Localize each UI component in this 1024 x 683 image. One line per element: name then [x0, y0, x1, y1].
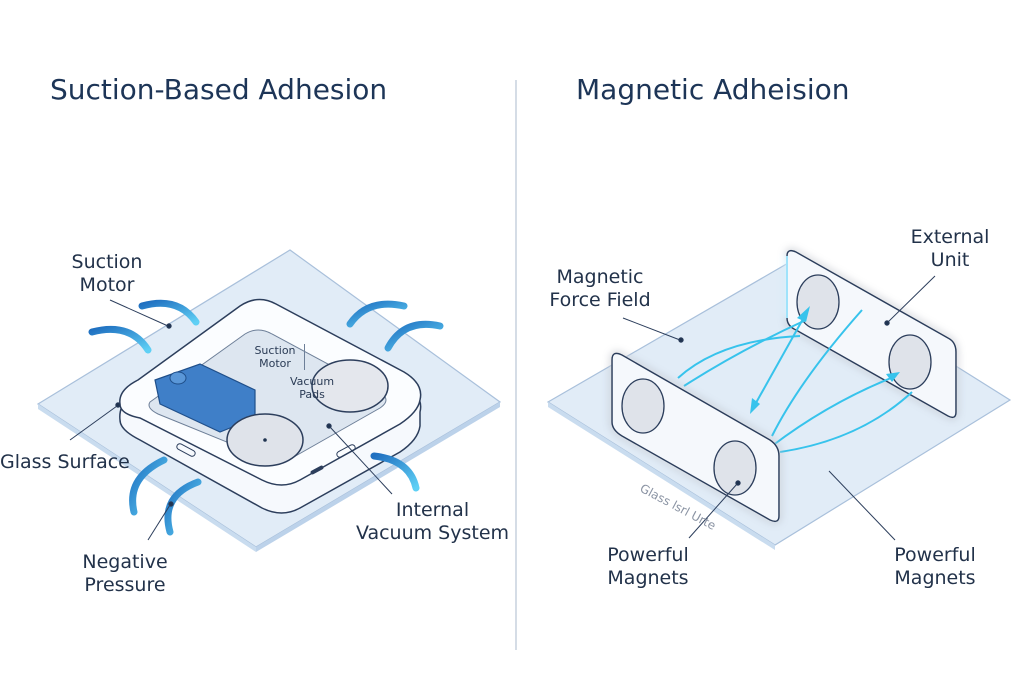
- arrow-icon: [370, 452, 420, 492]
- arrow-icon: [346, 300, 408, 328]
- label-negative-pressure: Negative Pressure: [82, 551, 168, 596]
- right-panel-title: Magnetic Adheision: [576, 73, 850, 106]
- label-inner-suction-motor: Suction Motor: [246, 344, 305, 370]
- label-vacuum-pads: Vacuum Pads: [289, 375, 335, 401]
- magnet-disc: [621, 378, 665, 434]
- arrow-icon: [129, 456, 168, 516]
- arrow-icon: [138, 299, 200, 326]
- label-powerful-magnets-right: Powerful Magnets: [894, 544, 976, 589]
- label-magnetic-force-field: Magnetic Force Field: [549, 266, 651, 311]
- label-external-unit: External Unit: [910, 226, 990, 271]
- label-suction-motor: Suction Motor: [71, 251, 143, 296]
- vacuum-pad-back: [311, 359, 389, 413]
- arrow-icon: [384, 320, 444, 352]
- magnet-disc: [888, 334, 932, 390]
- magnet-disc: [713, 440, 757, 496]
- label-glass-surface: Glass Surface: [0, 451, 130, 473]
- label-internal-vacuum-system: Internal Vacuum System: [355, 499, 510, 544]
- magnetic-field-lines: [677, 309, 913, 453]
- label-powerful-magnets-left: Powerful Magnets: [607, 544, 689, 589]
- left-panel-title: Suction-Based Adhesion: [50, 73, 388, 106]
- suction-device: [119, 298, 422, 514]
- arrow-icon: [88, 325, 152, 354]
